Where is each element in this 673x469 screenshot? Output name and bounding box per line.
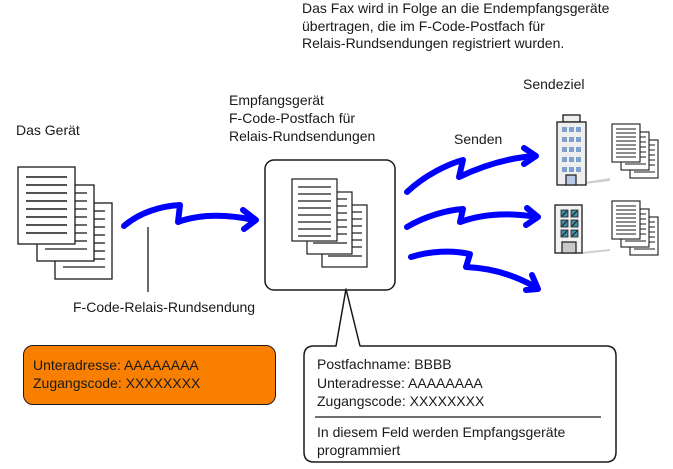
source-document-stack-icon — [17, 166, 113, 280]
send-arrow-3 — [408, 248, 541, 293]
callout-note-line-1: In diesem Feld werden Empfangsgeräte — [317, 424, 566, 440]
caption-line-3: Relais-Rundsendungen registriert wurden. — [302, 35, 565, 51]
source-device-label: Das Gerät — [16, 122, 80, 138]
relay-document-stack-icon — [291, 178, 368, 268]
send-arrow-1 — [404, 145, 539, 195]
destination-title: Sendeziel — [523, 76, 585, 92]
send-arrow-2 — [404, 205, 541, 230]
sender-subaddress: Unteradresse: AAAAAAAA — [33, 357, 199, 373]
sender-access-code: Zugangscode: XXXXXXXX — [33, 375, 201, 391]
callout-note-line-2: programmiert — [317, 442, 401, 458]
mailbox-access-code: Zugangscode: XXXXXXXX — [317, 393, 485, 409]
mailbox-name: Postfachname: BBBB — [317, 356, 452, 372]
destination-building-1-icon — [556, 114, 610, 186]
relay-transmission-label: F-Code-Relais-Rundsendung — [73, 299, 256, 315]
destination-building-2-icon — [554, 204, 610, 254]
mailbox-callout-bubble — [303, 288, 617, 463]
destination-2-document-stack-icon — [611, 200, 659, 256]
destination-1-document-stack-icon — [611, 123, 659, 179]
relay-label-line-3: Relais-Rundsendungen — [229, 128, 376, 144]
caption-line-2: übertragen, die im F-Code-Postfach für — [302, 17, 545, 34]
mailbox-subaddress: Unteradresse: AAAAAAAA — [317, 374, 483, 391]
caption-line-1: Das Fax wird in Folge an die Endempfangs… — [302, 0, 610, 16]
relay-label-line-1: Empfangsgerät — [229, 92, 324, 108]
transmission-arrow-to-relay — [121, 202, 259, 232]
send-label: Senden — [454, 131, 503, 147]
relay-label-line-2: F-Code-Postfach für — [229, 110, 356, 126]
sender-settings-box: Unteradresse: AAAAAAAA Zugangscode: XXXX… — [23, 345, 276, 405]
